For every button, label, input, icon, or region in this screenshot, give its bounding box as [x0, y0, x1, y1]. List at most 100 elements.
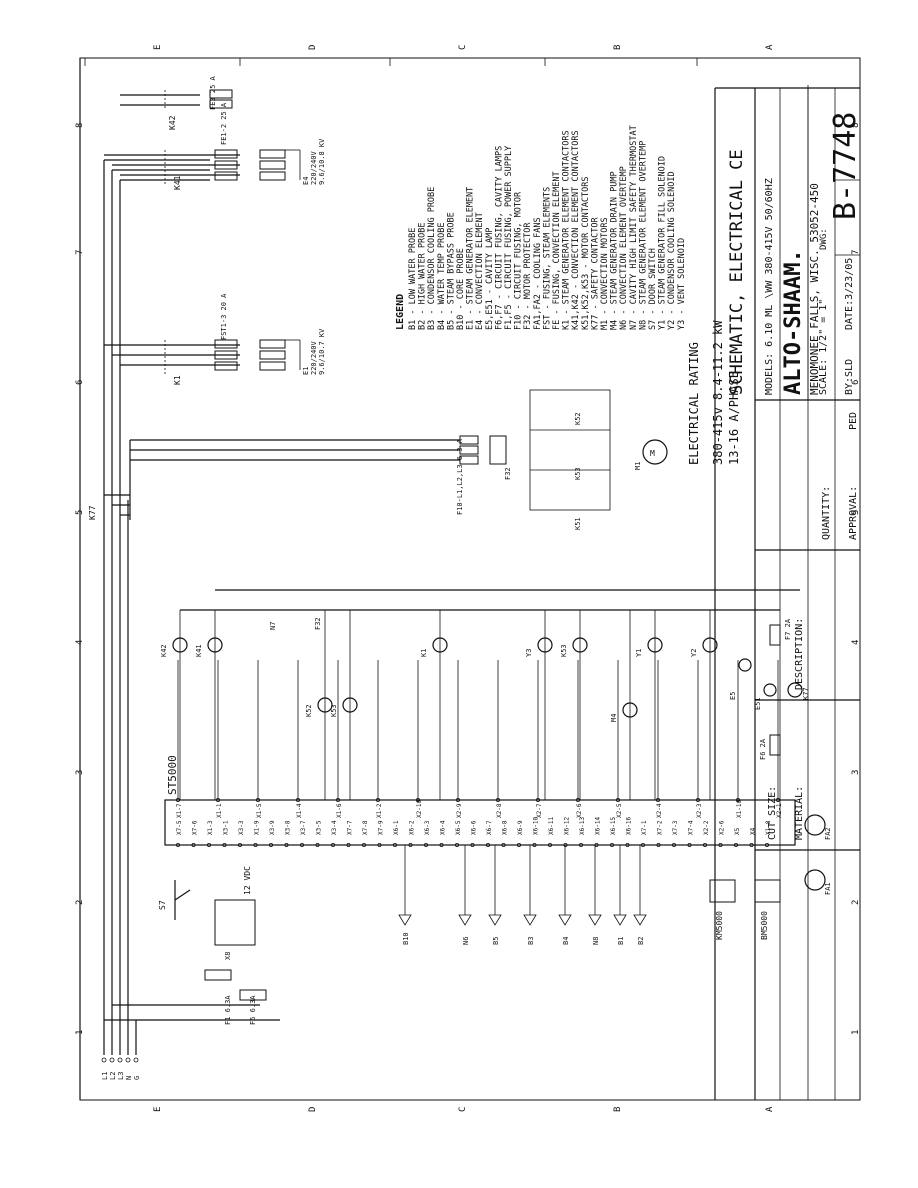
x-terminal-left-label: X3-3	[238, 820, 245, 835]
coil-symbol	[207, 637, 223, 653]
approval-value: PED	[848, 412, 859, 430]
coil-symbol	[432, 637, 448, 653]
coil-symbol	[647, 637, 663, 653]
x-terminal-right-label: X1-5	[256, 803, 263, 818]
border-row-label-bottom: D	[308, 1107, 318, 1112]
psu-voltage: 12 VDC	[243, 866, 252, 895]
x-terminal-left-dot	[501, 843, 506, 848]
element-e4-label: E4	[302, 177, 310, 185]
border-row-label-top: C	[458, 45, 468, 50]
x-terminal-left-label: X1-9	[254, 820, 261, 835]
legend-item: S7 - DOOR SWITCH	[648, 248, 658, 330]
x-terminal-right-label: X2-5	[616, 803, 623, 818]
supply-terminal-dot	[101, 1057, 107, 1063]
approval-label: APPROVAL:	[848, 486, 859, 540]
legend-title: LEGEND	[395, 294, 406, 330]
coil-label: Y3	[525, 649, 533, 657]
x-terminal-left-dot	[346, 843, 351, 848]
legend-item: N7 - CAVITY HIGH LIMIT SAFETY THERMOSTAT	[629, 125, 639, 330]
x-terminal-left-dot	[315, 843, 320, 848]
element-e1-label: 9.6/10.7 KV	[318, 328, 326, 375]
quantity-label: QUANTITY:	[821, 486, 832, 540]
fuse-fe3-label: FE3 25 A	[209, 75, 217, 110]
fan-fa1	[804, 869, 826, 891]
legend-item: E4 - CONVECTION ELEMENT	[475, 212, 485, 330]
x-terminal-left-dot	[734, 843, 739, 848]
x-terminal-right-label: X2-4	[656, 803, 663, 818]
x-terminal-left-dot	[237, 843, 242, 848]
svg-text:FA2: FA2	[824, 827, 832, 840]
power-supply-x8	[214, 899, 256, 946]
svg-text:E51: E51	[754, 697, 762, 710]
fuse-f10-label: F10-L1,L2,L3 6.3 A	[456, 438, 464, 515]
fuse-f32-label: F32	[314, 617, 322, 630]
x-terminal-left-dot	[454, 843, 459, 848]
svg-text:K51: K51	[574, 517, 582, 530]
legend-item: Y3 - VENT SOLENOID	[677, 238, 687, 330]
supply-terminal-label: L2	[109, 1072, 117, 1080]
x-terminal-left-label: X2-6	[719, 820, 726, 835]
x-terminal-left-label: X1-8	[765, 820, 772, 835]
cut-size-label: CUT SIZE:	[767, 786, 778, 840]
description-label: DESCRIPTION:	[794, 618, 805, 690]
border-row-label-top: E	[153, 45, 163, 50]
x-terminal-right-label: X2-6	[576, 803, 583, 818]
border-col-label-right: 7	[851, 250, 861, 255]
border-row-label-bottom: B	[613, 1107, 623, 1112]
address-text: MENOMONEE FALLS, WISC. 53052-450	[808, 183, 821, 395]
x-terminal-left-label: X6-9	[517, 820, 524, 835]
sensor-label: B2	[637, 937, 645, 945]
x-terminal-left-label: X6-6	[471, 820, 478, 835]
border-row-label-top: A	[765, 44, 775, 50]
fuse-f7-label: F7 2A	[784, 618, 792, 640]
svg-text:K42: K42	[168, 115, 177, 130]
legend-item: B2 - HIGH WATER PROBE	[418, 223, 428, 330]
legend-item: N6 - CONVECTION ELEMENT OVERTEMP	[619, 166, 629, 330]
supply-terminal-label: L3	[117, 1072, 125, 1080]
border-col-label-right: 3	[851, 770, 861, 775]
svg-text:K1: K1	[173, 375, 182, 385]
legend-item: FE - FUSING, CONVECTION ELEMENT	[552, 171, 562, 330]
x-terminal-left-label: X7-8	[362, 820, 369, 835]
legend-item: E5,E51 - CAVITY LAMP	[485, 228, 495, 330]
border-col-label-left: 1	[75, 1030, 85, 1035]
supply-terminal-label: L1	[101, 1072, 109, 1080]
x-terminal-right-label: X1-2	[376, 803, 383, 818]
coil-symbol	[572, 637, 588, 653]
x-terminal-left-label: X7-2	[657, 820, 664, 835]
border-row-label-top: B	[613, 45, 623, 50]
border-row-label-top: D	[308, 45, 318, 50]
x-terminal-left-dot	[563, 843, 568, 848]
x-terminal-left-dot	[299, 843, 304, 848]
element-e1-label: 220/240V	[310, 340, 318, 375]
svg-text:F32: F32	[504, 467, 512, 480]
x-terminal-left-dot	[532, 843, 537, 848]
fuse-fst-label: FST1-3 20 A	[220, 293, 228, 340]
legend-item: F10 - CIRCUIT FUSING, MOTOR	[514, 191, 524, 330]
x-terminal-left-label: X4	[750, 827, 757, 835]
legend-item: FST - FUSING, STEAM ELEMENTS	[542, 187, 552, 330]
sensor-symbol	[613, 914, 627, 926]
scale-text: SCALE: 1/2" = 1"	[818, 299, 829, 395]
coil-label: K41	[195, 644, 203, 657]
x-terminal-left-dot	[749, 843, 754, 848]
supply-terminal-dot	[125, 1057, 131, 1063]
svg-text:K77: K77	[802, 687, 810, 700]
border-col-label-right: 8	[851, 123, 861, 128]
x-terminal-left-dot	[222, 843, 227, 848]
svg-text:E5: E5	[729, 692, 737, 700]
border-col-label-right: 6	[851, 380, 861, 385]
legend-item: M1 - CONVECTION MOTORS	[600, 217, 610, 330]
x-terminal-left-dot	[330, 843, 335, 848]
x-terminal-left-label: X6-3	[424, 820, 431, 835]
legend-item: K77 - SAFETY CONTACTOR	[590, 217, 600, 330]
x-terminal-right-label: X2-9	[456, 803, 463, 818]
x-terminal-left-label: X3-4	[331, 820, 338, 835]
x-terminal-left-dot	[641, 843, 646, 848]
x-terminal-left-label: X6-7	[486, 820, 493, 835]
